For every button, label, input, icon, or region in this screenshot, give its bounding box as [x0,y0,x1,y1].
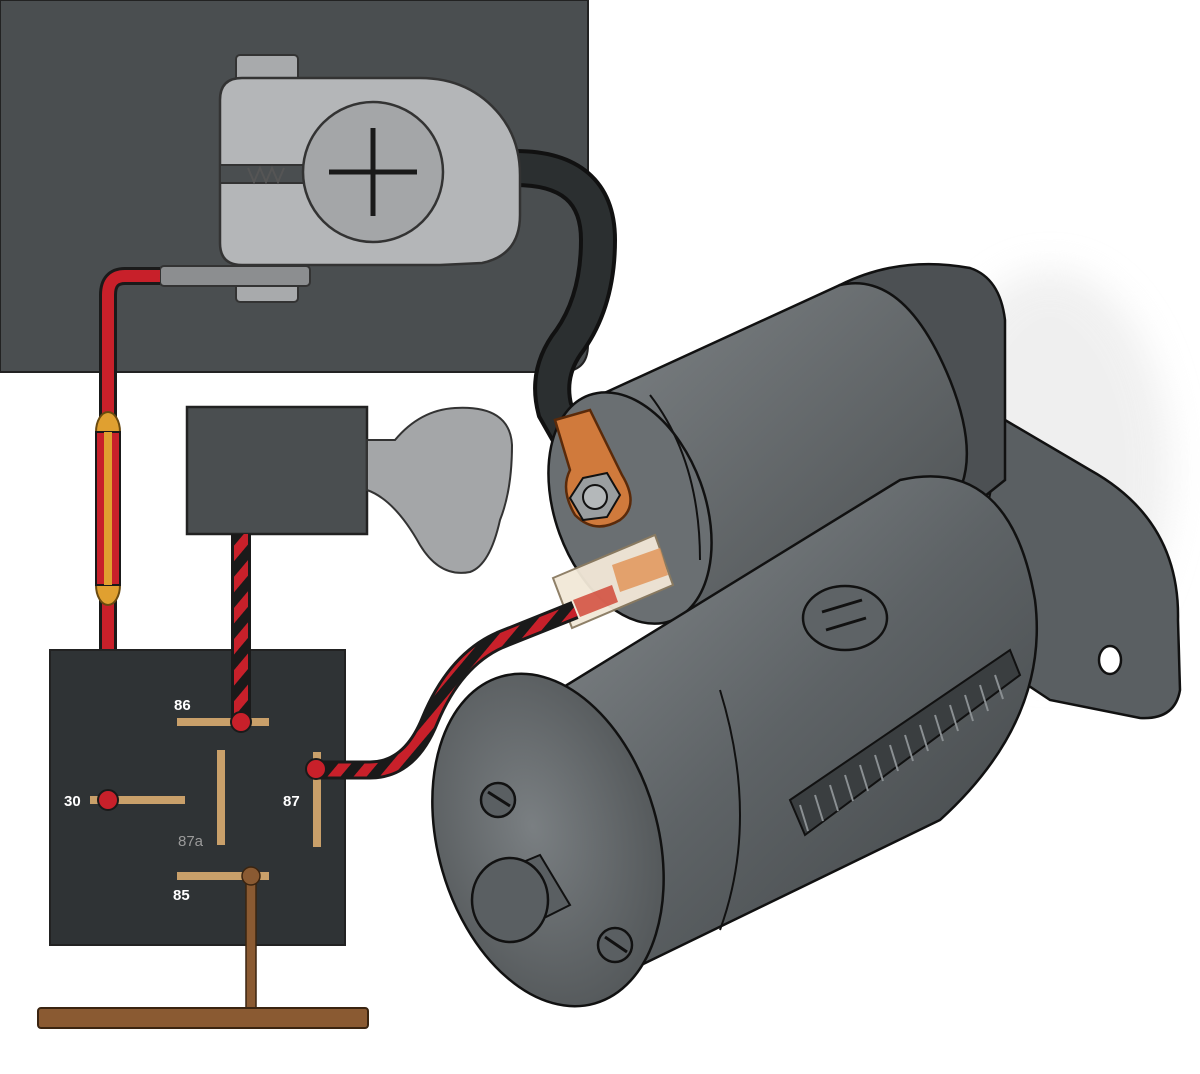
relay-pin-30-label: 30 [64,793,81,810]
starter-shaft-boss [470,853,572,944]
switch-signal-wire [230,534,252,733]
ignition-switch [185,405,514,574]
starter-trigger-wire [305,601,579,780]
relay-pin-30-blade [90,796,185,804]
relay-pin-87a-blade [217,750,225,845]
starter-main-body [431,475,1039,1008]
pin-85-solder-joint [241,866,261,886]
ground-strap [37,866,369,1029]
starter-motor [431,262,1182,1008]
relay-pin-87a-label: 87a [178,833,204,850]
pin-86-solder-joint [230,711,252,733]
pin-87-solder-joint [305,758,327,780]
end-plate-screw-bottom [596,926,634,964]
relay-pin-87-blade [313,752,321,847]
relay: 86 30 87 87a 85 [49,649,346,946]
relay-pin-86-label: 86 [174,697,191,714]
pin-30-solder-joint [97,789,119,811]
positive-fused-wire [95,267,160,800]
starter-cooling-vents [788,648,1022,837]
inline-fuse [95,411,121,606]
battery-main-cable [496,149,618,459]
battery-positive-terminal-clamp [159,54,522,303]
starter-tag-plate [801,584,889,652]
relay-pin-85-blade [177,872,269,880]
relay-pin-85-label: 85 [173,887,190,904]
end-plate-screw-top [479,781,517,819]
relay-pin-86-blade [177,718,269,726]
relay-pin-87-label: 87 [283,793,300,810]
ignition-key-icon [366,406,514,574]
main-cable-copper-lug [553,408,632,528]
terminal-nut [568,471,622,522]
